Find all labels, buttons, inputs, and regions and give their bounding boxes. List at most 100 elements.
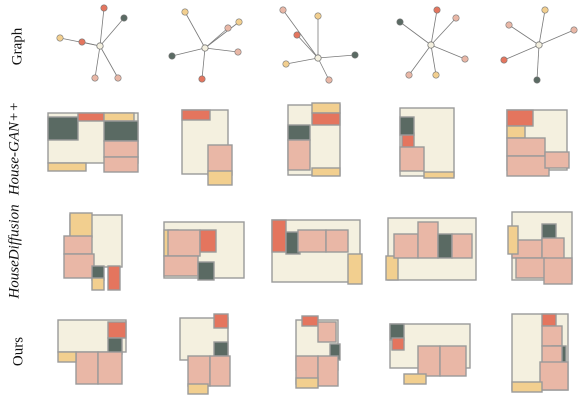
plan-15-room-7-balcony <box>511 381 543 393</box>
plan-12-room-6-balcony <box>187 383 209 395</box>
plan-11-room-2-kitchen <box>107 321 127 339</box>
graph-4-node-6 <box>461 55 469 63</box>
plan-4-room-5-balcony <box>423 171 455 179</box>
graph-4-node-5 <box>432 71 440 79</box>
plan-10-room-4-bedroom <box>541 237 565 261</box>
graph-1-edge-1 <box>99 7 105 47</box>
graph-2-node-6 <box>198 75 206 83</box>
graph-5-node-3 <box>570 26 578 34</box>
graph-2-edge-1 <box>184 11 206 49</box>
plan-15-room-3-bedroom <box>541 325 563 347</box>
graph-5-node-2 <box>505 21 513 29</box>
graph-4-edge-6 <box>430 44 466 60</box>
graph-5-edge-2 <box>508 24 540 46</box>
graph-2-node-4 <box>168 52 176 60</box>
plan-11-room-5-bedroom <box>97 351 123 385</box>
plan-9-room-6-bedroom <box>451 233 473 259</box>
plan-10-room-6-bedroom <box>543 257 573 285</box>
graph-2-edge-5 <box>204 47 239 53</box>
plan-6-room-7-balcony <box>91 277 105 291</box>
plan-14-room-4-bedroom <box>417 345 441 377</box>
graph-5-edge-4 <box>503 44 540 61</box>
plan-13-room-6-bedroom <box>317 355 339 387</box>
plan-7-room-4-kitchen <box>199 229 217 253</box>
plan-8-room-6-balcony <box>347 253 363 285</box>
plan-1-room-3-kitchen <box>77 112 105 122</box>
graph-5-node-1 <box>541 6 549 14</box>
plan-12-room-3-bathroom <box>213 341 229 357</box>
plan-8-room-2-kitchen <box>271 219 287 253</box>
graph-3-node-1 <box>279 6 287 14</box>
plan-14-room-3-kitchen <box>391 337 405 351</box>
graph-4-edge-1 <box>399 21 432 46</box>
plan-10-room-5-bedroom <box>515 257 547 279</box>
graph-2-node-3 <box>224 24 232 32</box>
plan-4-room-3-bathroom <box>399 116 415 136</box>
graph-1-node-1 <box>100 4 108 12</box>
plan-15-room-6-bedroom <box>539 361 569 391</box>
plan-3-room-2-balcony <box>311 102 341 114</box>
graph-2-node-center <box>201 44 209 52</box>
plan-9-room-4-bedroom <box>417 221 439 259</box>
plan-12-room-4-bedroom <box>187 355 211 387</box>
graph-1-node-center <box>96 42 104 50</box>
plan-12-room-2-kitchen <box>213 313 229 329</box>
plan-6-room-2-balcony <box>69 212 93 238</box>
graph-5-node-4 <box>500 56 508 64</box>
plan-13-room-7-balcony <box>295 377 319 389</box>
plan-2-room-2-kitchen <box>181 109 211 121</box>
graph-3-edge-4 <box>285 57 319 65</box>
graph-5-edge-5 <box>536 44 540 81</box>
graph-3-node-3 <box>293 31 301 39</box>
graph-4-node-3 <box>452 14 460 22</box>
plan-1-room-6-bedroom <box>103 140 139 158</box>
plan-3-room-3-kitchen <box>311 112 341 126</box>
graph-3-node-6 <box>325 76 333 84</box>
plan-1-room-5-bathroom <box>103 120 139 142</box>
graph-2-node-2 <box>235 18 243 26</box>
graph-4-node-1 <box>396 18 404 26</box>
graph-1-node-5 <box>91 74 99 82</box>
graph-3-node-5 <box>351 51 359 59</box>
plan-15-room-2-kitchen <box>541 313 557 327</box>
graph-4-edge-5 <box>430 44 437 76</box>
plan-5-room-3-balcony <box>506 125 526 139</box>
graph-2-edge-4 <box>171 47 206 57</box>
plan-1-room-7-bedroom <box>103 156 139 173</box>
graph-1-edge-6 <box>99 45 119 79</box>
graph-1-node-3 <box>56 34 64 42</box>
plan-5-room-4-bedroom <box>506 137 546 157</box>
graph-4-edge-4 <box>408 44 432 76</box>
plan-9-room-5-bathroom <box>437 233 453 259</box>
graph-5-edge-3 <box>538 29 575 46</box>
graph-5-edge-1 <box>538 9 546 46</box>
plan-14-room-5-bedroom <box>439 345 467 377</box>
plan-11-room-4-bedroom <box>75 351 99 385</box>
plan-4-room-4-bedroom <box>399 146 425 172</box>
graph-2-node-1 <box>181 8 189 16</box>
graph-1-node-2 <box>120 14 128 22</box>
graph-2-edge-3 <box>204 27 229 49</box>
plan-5-room-5-bedroom <box>506 155 550 177</box>
plan-6-room-6-kitchen <box>107 265 121 291</box>
graph-3-node-2 <box>314 12 322 20</box>
plan-6-room-4-bedroom <box>63 253 95 279</box>
plan-13-room-3-bedroom <box>317 321 337 343</box>
graph-2-node-5 <box>234 48 242 56</box>
graph-4-node-2 <box>433 6 441 14</box>
plan-12-room-5-bedroom <box>209 355 231 387</box>
plan-6-room-3-bedroom <box>63 235 93 255</box>
plan-3-room-6-balcony <box>311 167 341 177</box>
graph-3-edge-3 <box>296 34 319 59</box>
graph-3-node-4 <box>282 60 290 68</box>
plan-1-room-8-balcony <box>47 162 87 172</box>
plan-1-room-2-bathroom <box>47 116 79 141</box>
graph-3-node-center <box>314 54 322 62</box>
plan-3-room-4-bathroom <box>287 124 311 141</box>
plan-10-room-7-balcony <box>507 225 519 255</box>
graph-3-edge-5 <box>317 54 356 59</box>
graph-1-edge-5 <box>94 45 101 79</box>
graph-4-edge-3 <box>430 17 457 46</box>
